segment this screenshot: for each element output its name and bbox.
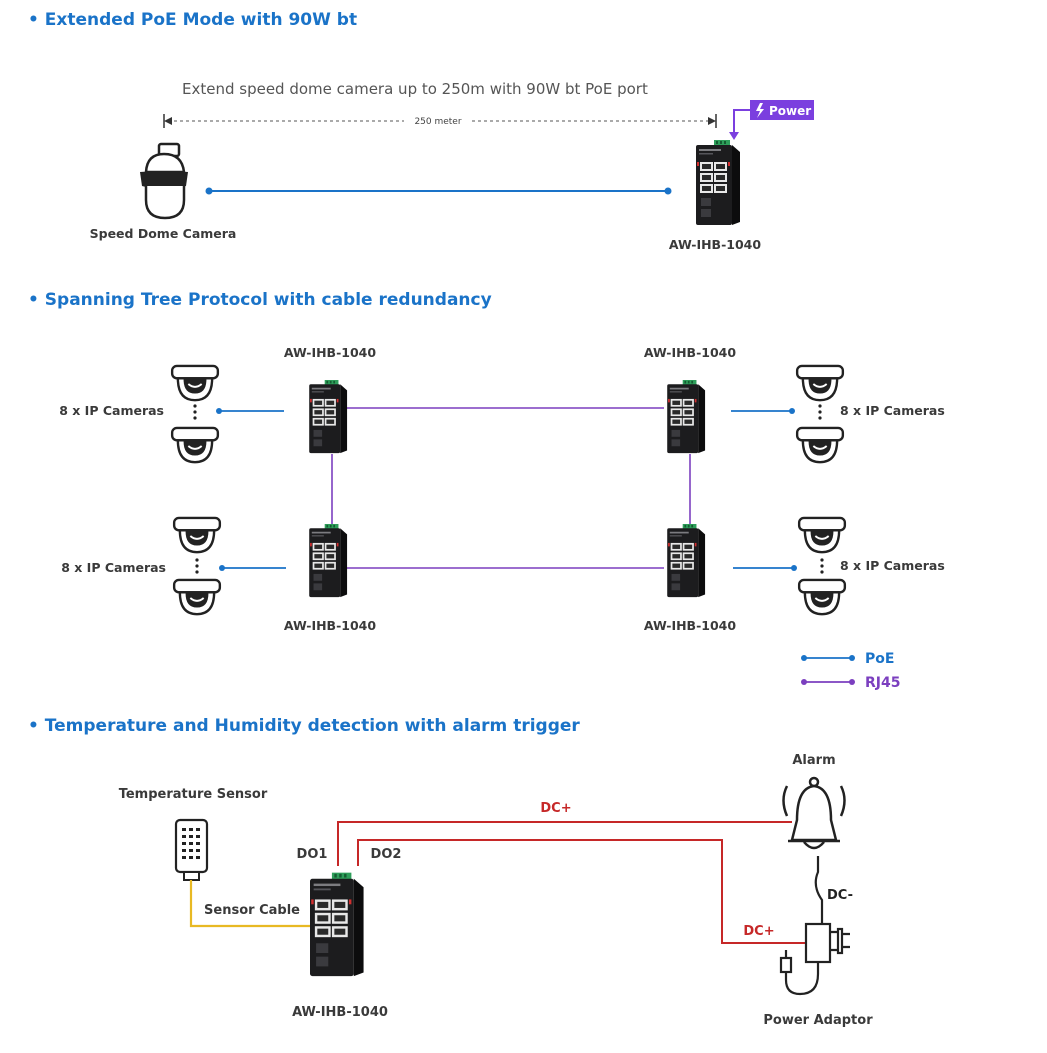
switch-icon-bottom-right: [667, 524, 706, 598]
dc-plus-label-bottom: DC+: [743, 924, 774, 939]
poe-subtitle: Extend speed dome camera up to 250m with…: [182, 80, 648, 98]
ip-camera-icon: [170, 426, 220, 464]
distance-label: 250 meter: [414, 117, 461, 127]
legend: [801, 655, 855, 685]
sensor-cable: [189, 880, 312, 928]
switch-icon-bottom-left: [309, 524, 348, 598]
ip-camera-icon: [170, 364, 220, 402]
do2-label: DO2: [371, 847, 402, 862]
ip-camera-icon: [797, 516, 847, 554]
cameras-label-top-right: 8 x IP Cameras: [840, 403, 945, 418]
temperature-sensor-label: Temperature Sensor: [119, 787, 268, 802]
ip-camera-icon: [795, 426, 845, 464]
switch-label-bottom-right: AW-IHB-1040: [644, 618, 736, 633]
switch-label-top-right: AW-IHB-1040: [644, 345, 736, 360]
dc-minus-label: DC-: [827, 888, 853, 903]
switch-label-temp: AW-IHB-1040: [292, 1005, 388, 1020]
ip-camera-icon: [797, 578, 847, 616]
section-heading-poe: • Extended PoE Mode with 90W bt: [28, 10, 357, 30]
switch-icon: [310, 872, 364, 977]
alarm-label: Alarm: [792, 753, 835, 768]
poe-link-endpoint: [664, 187, 672, 195]
ellipsis-dots: [820, 558, 824, 574]
dc-plus-label-top: DC+: [540, 801, 571, 816]
ip-camera-icon: [172, 516, 222, 554]
distance-marker: [163, 114, 717, 128]
switch-label: AW-IHB-1040: [669, 237, 761, 252]
legend-poe-label: PoE: [865, 651, 894, 667]
switch-label-top-left: AW-IHB-1040: [284, 345, 376, 360]
sensor-cable-label: Sensor Cable: [204, 903, 300, 918]
switch-icon-top-left: [309, 380, 348, 454]
power-label: Power: [769, 104, 811, 118]
dc-wires: [337, 821, 808, 944]
power-badge: [729, 100, 814, 140]
ip-camera-icon: [795, 364, 845, 402]
section-heading-stp: • Spanning Tree Protocol with cable redu…: [28, 290, 492, 310]
power-adaptor-label: Power Adaptor: [763, 1013, 873, 1028]
dc-minus-wire: [814, 856, 824, 924]
ip-camera-icon: [172, 578, 222, 616]
poe-link-endpoint: [205, 187, 213, 195]
ellipsis-dots: [818, 404, 822, 420]
switch-icon-top-right: [667, 380, 706, 454]
alarm-bell-icon: [782, 776, 846, 850]
lightning-icon: [756, 103, 764, 118]
temperature-sensor-icon: [174, 818, 209, 881]
section-heading-temp: • Temperature and Humidity detection wit…: [28, 716, 580, 736]
ellipsis-dots: [195, 558, 199, 574]
legend-rj45-label: RJ45: [865, 675, 900, 691]
ellipsis-dots: [193, 404, 197, 420]
speed-dome-camera-label: Speed Dome Camera: [90, 226, 237, 241]
cameras-label-top-left: 8 x IP Cameras: [59, 403, 164, 418]
power-adaptor-icon: [779, 922, 850, 996]
cameras-label-bottom-right: 8 x IP Cameras: [840, 558, 945, 573]
speed-dome-camera-icon: [140, 142, 188, 220]
rj45-ring: [331, 407, 691, 569]
switch-icon: [696, 140, 740, 225]
switch-label-bottom-left: AW-IHB-1040: [284, 618, 376, 633]
do1-label: DO1: [297, 847, 328, 862]
cameras-label-bottom-left: 8 x IP Cameras: [61, 560, 166, 575]
